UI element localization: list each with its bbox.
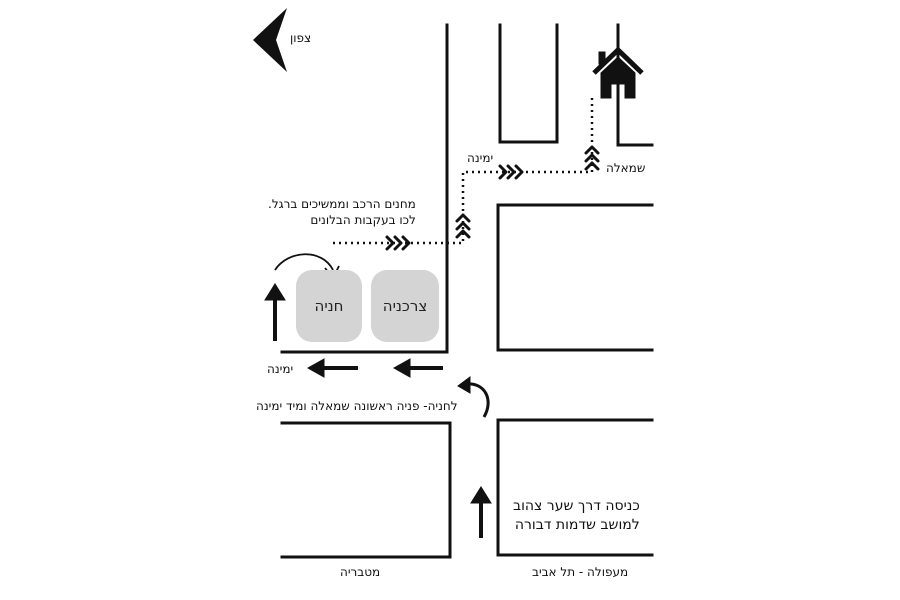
- entrance-note-line1: כניסה דרך שער צהוב: [513, 498, 640, 514]
- road-edge-right-block: [496, 203, 654, 352]
- road-edge-block-top-middle: [498, 23, 559, 144]
- entrance-note: כניסה דרך שער צהוב למושב שדמות דבורה: [513, 497, 640, 535]
- walk-note-line2: לכו בעקבות הבלונים: [310, 213, 416, 228]
- turn-right-label-lower: ימינה: [267, 362, 294, 376]
- grocery-store-lot: צרכניה: [371, 270, 439, 342]
- walk-note: מחנים הרכב וממשיכים ברגל. לכו בעקבות הבל…: [268, 196, 416, 228]
- walk-note-line1: מחנים הרכב וממשיכים ברגל.: [268, 197, 416, 211]
- north-label: צפון: [290, 31, 312, 45]
- house-icon: [592, 46, 644, 99]
- road-edge-right-lower: [496, 418, 654, 557]
- grocery-store-label: צרכניה: [382, 297, 428, 315]
- road-label-afula-telaviv: מעפולה - תל אביב: [532, 565, 629, 579]
- route-chevrons: [385, 145, 600, 251]
- chevrons-east-1: [385, 235, 411, 251]
- parking-lot: חניה: [296, 270, 362, 342]
- turn-right-label-upper: ימינה: [467, 151, 494, 165]
- chevrons-north-2: [584, 145, 600, 171]
- curved-turn-arrow-intersection: [457, 376, 490, 418]
- entrance-note-line2: למושב שדמות דבורה: [514, 516, 640, 533]
- chevrons-north-1: [455, 213, 471, 239]
- arrow-left-1: [392, 358, 443, 378]
- turn-left-label-upper: שמאלה: [606, 161, 646, 175]
- driving-arrows: [264, 283, 492, 538]
- parking-lot-label: חניה: [314, 297, 344, 315]
- parking-turn-note: לחניה- פניה ראשונה שמאלה ומיד ימינה: [256, 399, 458, 413]
- arrow-up-entrance: [470, 486, 492, 538]
- road-edge-left-upper: [280, 23, 449, 354]
- chevrons-east-2: [498, 164, 524, 180]
- arrow-left-2: [306, 358, 358, 378]
- north-arrow-icon: [253, 8, 287, 72]
- turn-arrows: [274, 253, 490, 418]
- arrow-up-parking: [264, 283, 286, 341]
- road-label-tiberias: מטבריה: [340, 565, 381, 579]
- road-edge-left-lower: [280, 421, 452, 559]
